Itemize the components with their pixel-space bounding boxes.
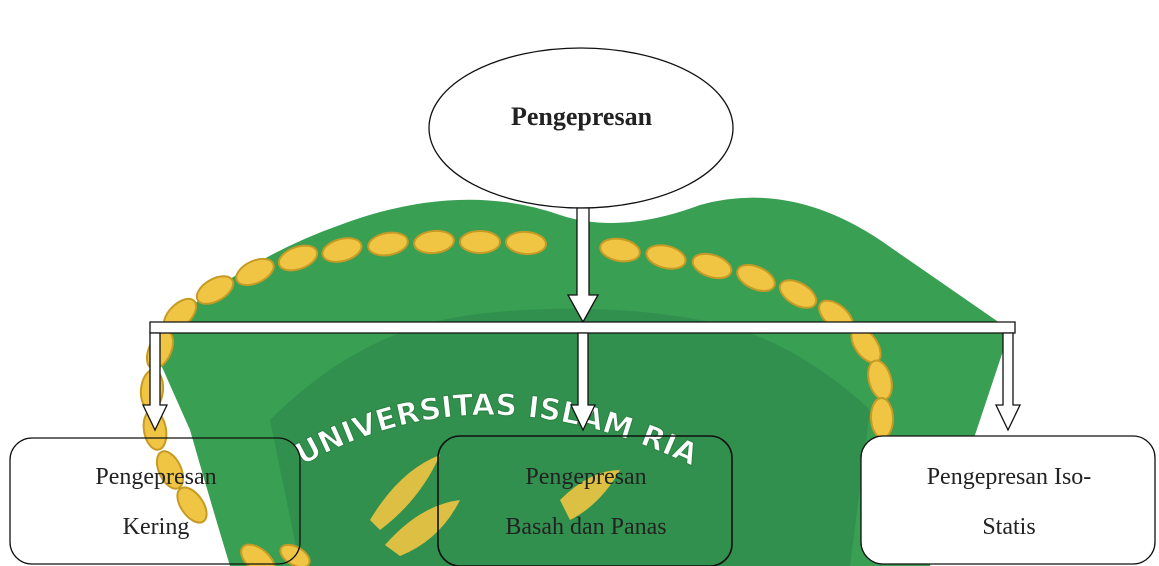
arrow-to-kering: [141, 332, 169, 432]
child-label-basah-line1: Pengepresan: [525, 464, 647, 490]
child-label-iso-line1: Pengepresan Iso-: [926, 464, 1092, 490]
child-label-kering-line2: Kering: [122, 514, 190, 540]
child-label-iso-line2: Statis: [982, 514, 1036, 540]
arrow-to-iso: [994, 332, 1022, 432]
child-label-basah-line2: Basah dan Panas: [505, 514, 667, 540]
child-box-iso: [860, 435, 1156, 565]
watermark-rope: [139, 229, 895, 566]
connector-bar: [149, 321, 1016, 334]
child-label-kering: Pengepresan Kering: [12, 452, 300, 552]
root-down-arrow: [566, 207, 600, 324]
child-label-kering-line1: Pengepresan: [95, 464, 217, 490]
watermark-shield-inner: [270, 308, 870, 566]
watermark-leaves: [370, 455, 620, 556]
arrow-to-basah: [569, 332, 597, 432]
child-box-basah: [437, 435, 733, 566]
child-label-basah: Pengepresan Basah dan Panas: [440, 452, 732, 552]
child-label-iso: Pengepresan Iso- Statis: [862, 452, 1156, 552]
child-box-kering: [9, 437, 301, 565]
root-node-label: Pengepresan: [510, 102, 653, 131]
